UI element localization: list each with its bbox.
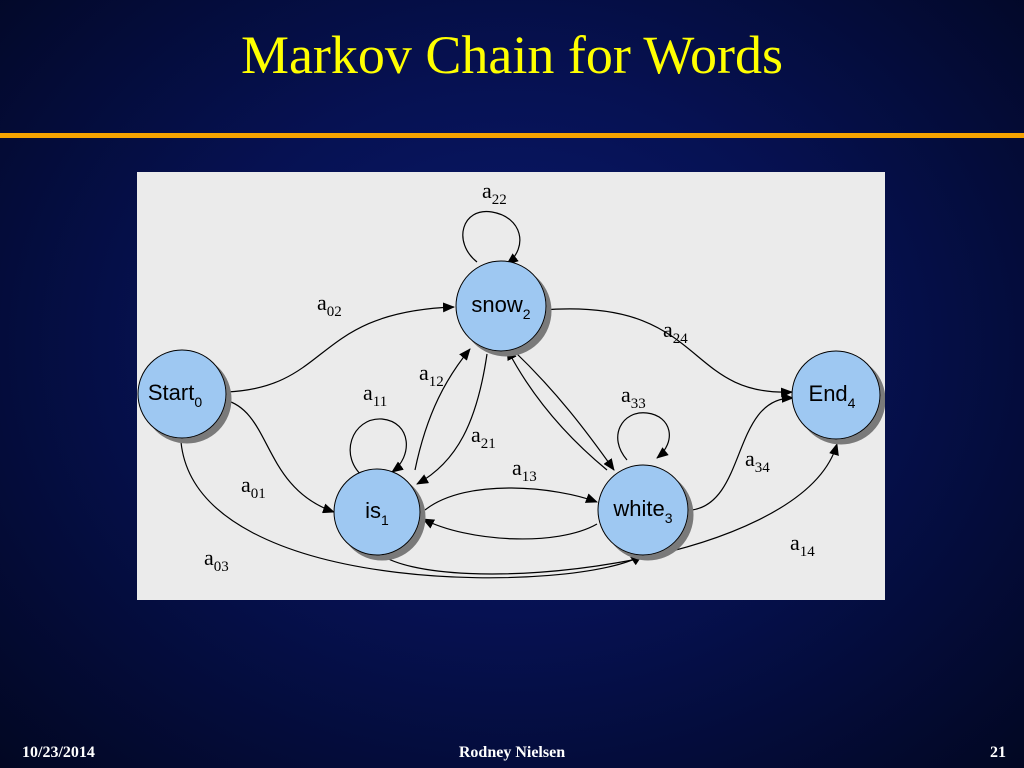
label-a01: a01 — [241, 472, 266, 502]
edge-a22 — [462, 211, 521, 265]
markov-diagram: Start0 is1 snow2 white3 End4 a22 a02 a24… — [137, 178, 881, 579]
svg-text:white3: white3 — [612, 496, 672, 526]
label-a11: a11 — [363, 380, 387, 410]
title-rule — [0, 133, 1024, 138]
label-a14: a14 — [790, 530, 815, 560]
edge-a02 — [226, 302, 455, 393]
edge-a14 — [376, 443, 839, 575]
edge-a31 — [422, 518, 598, 540]
edge-a03 — [180, 441, 643, 579]
svg-text:is1: is1 — [365, 498, 389, 528]
label-a12: a12 — [419, 360, 444, 390]
label-a02: a02 — [317, 290, 342, 320]
label-a33: a33 — [621, 382, 646, 412]
edge-a24 — [541, 308, 793, 398]
label-a13: a13 — [512, 455, 537, 485]
edge-a32 — [506, 348, 608, 471]
page-number: 21 — [990, 744, 1006, 761]
svg-text:Start0: Start0 — [148, 380, 202, 410]
svg-text:End4: End4 — [809, 381, 856, 411]
edge-a23 — [512, 349, 615, 471]
diagram-panel: Start0 is1 snow2 white3 End4 a22 a02 a24… — [137, 172, 885, 600]
edge-a33 — [617, 412, 670, 461]
label-a24: a24 — [663, 317, 688, 347]
label-a21: a21 — [471, 422, 496, 452]
footer-author: Rodney Nielsen — [458, 744, 566, 761]
node-start: Start0 — [137, 349, 227, 439]
label-a22: a22 — [482, 178, 507, 208]
footer-date: 10/23/2014 — [22, 744, 95, 761]
slide-title: Markov Chain for Words — [240, 25, 784, 85]
edge-a12 — [414, 348, 471, 471]
label-a03: a03 — [204, 545, 229, 575]
node-snow: snow2 — [455, 260, 547, 352]
node-end: End4 — [791, 350, 881, 440]
edge-a01 — [224, 399, 335, 514]
edge-a11 — [349, 418, 407, 479]
svg-text:snow2: snow2 — [471, 292, 530, 322]
edge-a34 — [691, 392, 794, 511]
edge-a13 — [424, 487, 598, 511]
edge-a21 — [416, 353, 488, 485]
node-is: is1 — [333, 468, 421, 556]
node-white: white3 — [597, 464, 689, 556]
label-a34: a34 — [745, 446, 770, 476]
